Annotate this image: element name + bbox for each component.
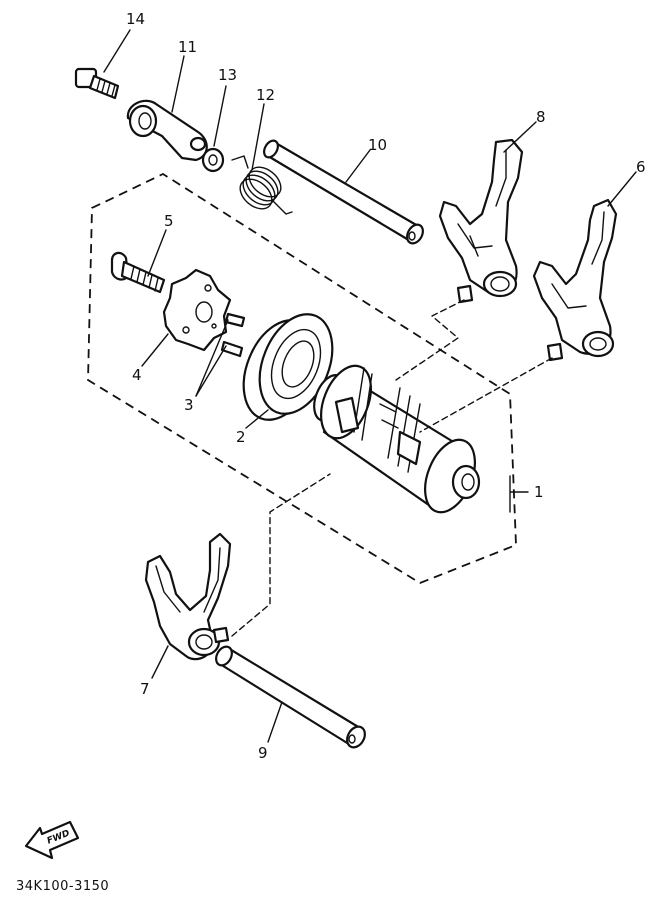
pins-3 [220, 312, 246, 358]
spring-12 [231, 155, 293, 215]
fork-shaft-10 [263, 139, 424, 245]
leader-12 [251, 103, 265, 171]
guide-line-6 [419, 357, 553, 433]
shift-lever-11 [126, 99, 208, 162]
leader-13 [213, 85, 227, 147]
bearing-2 [242, 313, 334, 421]
shift-drum-1 [313, 364, 481, 514]
callout-8: 8 [536, 108, 546, 126]
callout-1: 1 [534, 483, 544, 501]
leader-2 [245, 409, 269, 429]
leader-9 [267, 701, 283, 743]
screw-5 [110, 251, 166, 294]
guide-line-8 [395, 299, 465, 381]
leader-10 [345, 149, 371, 183]
callout-14: 14 [126, 10, 145, 28]
leader-7 [151, 645, 169, 679]
bolt-14 [74, 67, 120, 100]
callout-6: 6 [636, 158, 646, 176]
leader-11 [171, 55, 185, 113]
callout-2: 2 [236, 428, 246, 446]
callout-5: 5 [164, 212, 174, 230]
leader-3b [195, 345, 227, 397]
fork-shaft-9 [215, 645, 366, 749]
leader-14 [103, 29, 131, 73]
fwd-arrow-icon: FWD [24, 820, 80, 860]
callout-10: 10 [368, 136, 387, 154]
segment-4 [162, 268, 232, 352]
callout-7: 7 [140, 680, 150, 698]
leader-6 [607, 171, 637, 207]
leader-4 [141, 333, 169, 367]
callout-4: 4 [132, 366, 142, 384]
callout-13: 13 [218, 66, 237, 84]
diagram-code: 34K100-3150 [16, 879, 109, 894]
callout-11: 11 [178, 38, 197, 56]
callout-9: 9 [258, 744, 268, 762]
guide-line-7 [231, 473, 331, 637]
leader-8 [503, 121, 537, 153]
shift-fork-8 [438, 138, 524, 304]
shift-fork-6 [532, 198, 618, 362]
leader-5 [147, 229, 167, 277]
callout-3: 3 [184, 396, 194, 414]
shift-fork-7 [144, 532, 232, 661]
bracket-1 [509, 475, 529, 513]
callout-12: 12 [256, 86, 275, 104]
assembly-boundary [87, 172, 517, 585]
leader-3a [195, 319, 229, 397]
washer-13 [201, 147, 225, 173]
